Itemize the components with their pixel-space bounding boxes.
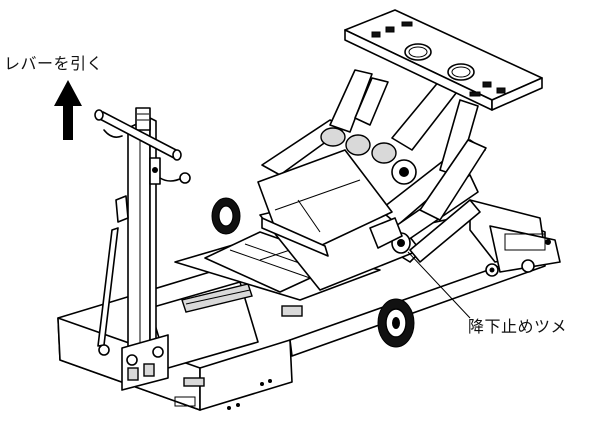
pawl-leader-line: [407, 251, 471, 319]
lever-foot: [121, 334, 169, 391]
left-wheel: [211, 197, 241, 235]
top-saddle: [344, 9, 543, 111]
lever-handle: [94, 109, 191, 184]
lever-rod: [97, 195, 129, 356]
rear-wheel: [377, 298, 415, 348]
pawl-callout-label: 降下止めツメ: [468, 317, 568, 336]
base-plate: [149, 281, 303, 369]
up-arrow-icon: [54, 80, 82, 140]
lift-plate: [257, 149, 393, 257]
rear-housing: [469, 199, 561, 277]
descent-stop-pawl: [369, 217, 411, 254]
lever-instruction-label: レバーを引く: [4, 54, 104, 73]
lever-column: [127, 107, 161, 361]
hydraulic-cylinders: [320, 127, 417, 185]
upper-arms: [329, 69, 487, 221]
